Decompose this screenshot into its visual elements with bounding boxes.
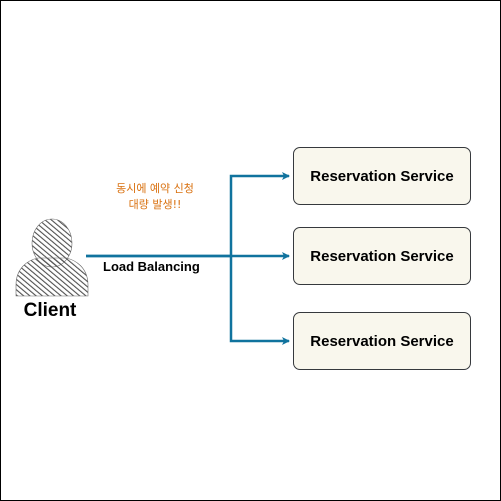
load-balancing-connectors <box>86 172 290 345</box>
note-line-1: 동시에 예약 신청 <box>116 182 194 195</box>
concurrent-request-note: 동시에 예약 신청 대량 발생!! <box>95 181 215 213</box>
reservation-service-label: Reservation Service <box>310 332 454 350</box>
load-balancing-label: Load Balancing <box>103 259 200 274</box>
reservation-service-box-3[interactable]: Reservation Service <box>293 312 471 370</box>
client-label: Client <box>23 300 77 321</box>
reservation-service-box-1[interactable]: Reservation Service <box>293 147 471 205</box>
connector-to-service-3 <box>229 256 290 345</box>
note-line-2: 대량 발생!! <box>128 198 182 211</box>
reservation-service-box-2[interactable]: Reservation Service <box>293 227 471 285</box>
user-icon <box>15 218 89 297</box>
reservation-service-label: Reservation Service <box>310 247 454 265</box>
reservation-service-label: Reservation Service <box>310 167 454 185</box>
